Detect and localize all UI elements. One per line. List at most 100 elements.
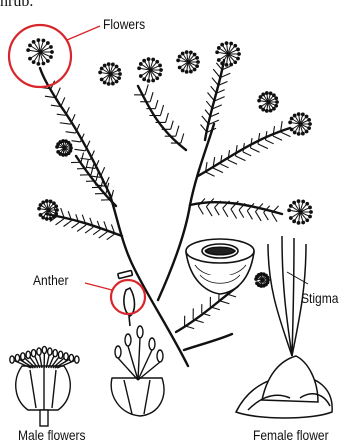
needle-leaf: [236, 156, 246, 161]
flower-bud: [302, 200, 305, 203]
needle-leaf: [202, 116, 209, 124]
needle-leaf: [223, 208, 228, 217]
flower-bud: [293, 114, 296, 117]
needle-leaf: [243, 143, 244, 152]
flower-bud: [237, 48, 240, 51]
needle-leaf: [155, 100, 158, 109]
flower-clusters: [27, 39, 313, 288]
flower-bud: [297, 113, 300, 116]
needle-leaf: [72, 141, 81, 142]
needle-leaf: [181, 134, 184, 144]
stamen-anther: [53, 350, 57, 357]
flower-bud: [258, 99, 261, 102]
needle-leaf: [243, 152, 251, 156]
flower-bud: [178, 55, 181, 58]
flower-bud: [65, 153, 68, 156]
flower-bud: [178, 66, 181, 69]
flower-bud: [309, 123, 312, 126]
flower-bud: [39, 214, 42, 217]
needle-leaf: [77, 225, 86, 231]
needle-leaf: [86, 167, 95, 168]
flower-bud: [42, 201, 45, 204]
flower-bud: [269, 109, 272, 112]
needle-leaf: [211, 86, 217, 93]
flower-bud: [143, 78, 146, 81]
flower-bud: [118, 77, 121, 80]
stamen-anther: [149, 338, 155, 350]
anther-detail-drawing: [118, 270, 135, 326]
flower-bud: [193, 68, 196, 71]
flower-bud: [138, 67, 141, 70]
needle-leaf: [219, 301, 230, 304]
flower-bud: [306, 202, 309, 205]
flower-bud: [70, 147, 73, 150]
flower-bud: [103, 64, 106, 67]
flowers-highlight-circle: [9, 25, 71, 87]
stamen-anther: [21, 353, 25, 360]
flower-bud: [156, 60, 159, 63]
flower-bud: [196, 56, 199, 59]
flower-bud: [225, 64, 228, 67]
flower-bud: [38, 207, 41, 210]
stamen-anther: [75, 356, 79, 363]
flower-bud: [55, 212, 58, 215]
flower-bud: [115, 80, 118, 83]
flower-bud: [256, 282, 259, 285]
flower-bud: [293, 201, 296, 204]
flower-bud: [139, 63, 142, 66]
flower-bud: [50, 46, 53, 49]
needle-leaf: [227, 294, 236, 297]
male-flowers-drawing: [10, 326, 164, 426]
needle-leaf: [206, 207, 212, 216]
flower-bud: [103, 81, 106, 84]
flower-bud: [289, 121, 292, 124]
stamen-anther: [137, 326, 143, 338]
flower-bud: [51, 51, 54, 54]
needle-leaf: [213, 168, 223, 173]
flowers-label: Flowers: [103, 16, 145, 32]
needle-leaf: [64, 221, 72, 227]
flower-bud: [143, 59, 146, 62]
flower-bud: [139, 75, 142, 78]
flower-bud: [297, 133, 300, 136]
flower-bud: [262, 93, 265, 96]
needle-leaf: [176, 126, 179, 137]
flower-bud: [275, 97, 278, 100]
flower-bud: [259, 96, 262, 99]
flower-bud: [273, 94, 276, 97]
flower-bud: [181, 69, 184, 72]
flower-bud: [234, 61, 237, 64]
needle-leaf: [266, 140, 274, 144]
stigma-branch: [282, 236, 292, 356]
needle-leaf: [198, 206, 203, 215]
flower-bud: [42, 216, 45, 219]
flower-bud: [230, 42, 233, 45]
flower-bud: [290, 117, 293, 120]
main-branches: [40, 60, 290, 366]
stamen-anther: [115, 346, 121, 358]
needle-leaf: [171, 121, 174, 130]
needle-leaf: [100, 167, 104, 177]
needle-leaf: [206, 101, 212, 109]
flower-bud: [269, 92, 272, 95]
flower-bud: [310, 211, 313, 214]
flower-bud: [193, 53, 196, 56]
fruit-cross-section: [186, 239, 254, 294]
anther-leader-line: [85, 283, 112, 290]
needle-leaf: [85, 227, 93, 233]
female-flower-label: Female flower: [253, 427, 329, 443]
flower-bud: [309, 215, 312, 218]
flower-bud: [53, 215, 56, 218]
needle-leaf: [213, 69, 220, 77]
stamen-anther: [10, 356, 14, 363]
needle-leaf: [145, 84, 148, 95]
needle-leaf: [150, 92, 153, 102]
stamen-anther: [48, 348, 52, 355]
needle-leaf: [208, 93, 215, 101]
stamen-anther: [42, 346, 46, 353]
flower-bud: [259, 106, 262, 109]
flower-bud: [107, 63, 110, 66]
stamen-anther: [26, 351, 30, 358]
needle-leaf: [258, 133, 260, 144]
